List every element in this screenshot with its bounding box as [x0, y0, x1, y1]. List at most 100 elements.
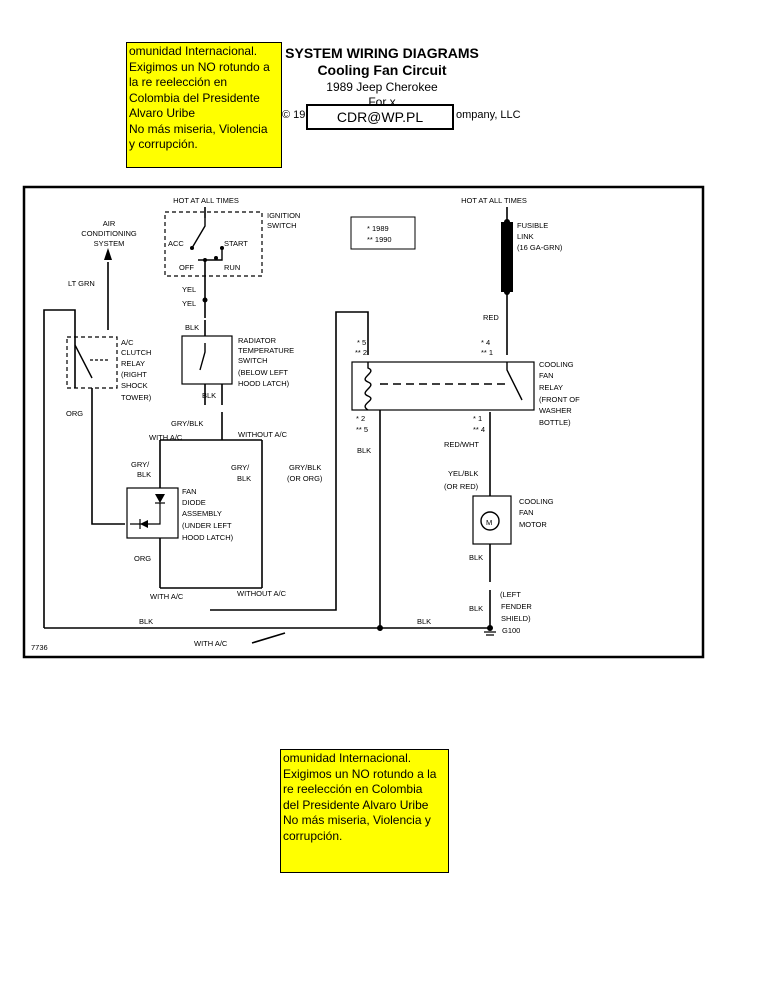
pin-r1: ** 1	[481, 348, 493, 357]
label-gry-3: GRY/	[231, 463, 250, 472]
ignition-contact	[190, 246, 194, 250]
label-rad-3: SWITCH	[238, 356, 268, 365]
ignition-contact	[220, 246, 224, 250]
note-top: omunidad Internacional. Exigimos un NO r…	[126, 42, 282, 168]
label-rad-5: HOOD LATCH)	[238, 379, 290, 388]
page-subtitle: Cooling Fan Circuit	[317, 62, 447, 78]
label-fusible-3: (16 GA-GRN)	[517, 243, 563, 252]
radiator-switch-box	[181, 335, 233, 385]
label-ac-1: A/C	[121, 338, 134, 347]
label-air-2: CONDITIONING	[81, 229, 137, 238]
label-ground-1: (LEFT	[500, 590, 521, 599]
label-rad-4: (BELOW LEFT	[238, 368, 288, 377]
label-off: OFF	[179, 263, 194, 272]
label-blk-motor2: BLK	[469, 604, 483, 613]
label-blk-bottom: BLK	[139, 617, 153, 626]
label-gry-org-2: (OR ORG)	[287, 474, 323, 483]
cooling-fan-relay-box	[351, 361, 535, 411]
pin-l2: ** 2	[355, 348, 367, 357]
page-title: SYSTEM WIRING DIAGRAMS	[285, 45, 479, 61]
label-hot-left: HOT AT ALL TIMES	[173, 196, 239, 205]
label-start: START	[224, 239, 248, 248]
label-air-1: AIR	[103, 219, 116, 228]
ac-clutch-relay-box	[66, 336, 118, 389]
label-yel-blk-2: (OR RED)	[444, 482, 479, 491]
copyright-left: © 19	[282, 109, 306, 121]
pin-br4: ** 4	[473, 425, 485, 434]
note-line: la re reelección en	[129, 75, 228, 89]
label-with-ac-3: WITH A/C	[194, 639, 228, 648]
ignition-contact	[214, 256, 218, 260]
note-bottom: omunidad Internacional. Exigimos un NO r…	[280, 749, 449, 873]
pin-br1: * 1	[473, 414, 482, 423]
label-relay-6: BOTTLE)	[539, 418, 571, 427]
note-line: Alvaro Uribe	[129, 106, 196, 120]
label-acc: ACC	[168, 239, 184, 248]
wires	[43, 207, 508, 644]
label-relay-2: FAN	[539, 371, 554, 380]
cooling-fan-motor-box	[472, 495, 512, 545]
label-run: RUN	[224, 263, 240, 272]
label-lt-grn: LT GRN	[68, 279, 95, 288]
figure-number: 7736	[31, 643, 48, 652]
label-diode-2: DIODE	[182, 498, 206, 507]
label-with-ac-2: WITH A/C	[150, 592, 184, 601]
diagram-frame	[22, 185, 705, 659]
label-without-ac-1: WITHOUT A/C	[238, 430, 288, 439]
label-ground-2: FENDER	[501, 602, 532, 611]
note-line: No más miseria, Violencia y	[283, 813, 431, 827]
label-relay-5: WASHER	[539, 406, 572, 415]
ignition-switch-box	[164, 211, 263, 277]
label-yel-1: YEL	[182, 285, 196, 294]
label-gry-2: BLK	[137, 470, 151, 479]
note-line: del Presidente Alvaro Uribe	[283, 797, 429, 812]
note-line: corrupción.	[283, 828, 343, 843]
label-blk-motor: BLK	[469, 553, 483, 562]
label-gry-4: BLK	[237, 474, 251, 483]
pin-r4: * 4	[481, 338, 490, 347]
ignition-contact	[203, 258, 207, 262]
label-blk-bottom2: BLK	[417, 617, 431, 626]
label-relay-4: (FRONT OF	[539, 395, 580, 404]
note-line: re reelección en Colombia	[283, 782, 423, 796]
label-ground-3: SHIELD)	[501, 614, 531, 623]
label-diode-4: (UNDER LEFT	[182, 521, 232, 530]
note-line: omunidad Internacional.	[283, 751, 412, 765]
label-org-2: ORG	[134, 554, 151, 563]
note-line: y corrupción.	[129, 137, 198, 151]
label-ground-4: G100	[502, 626, 520, 635]
label-ac-3: RELAY	[121, 359, 145, 368]
label-yel-blk-1: YEL/BLK	[448, 469, 478, 478]
label-year-1: * 1989	[367, 224, 389, 233]
label-gry-org-1: GRY/BLK	[289, 463, 321, 472]
label-with-ac-1: WITH A/C	[149, 433, 183, 442]
label-gry-blk-top: GRY/BLK	[171, 419, 203, 428]
label-motor-1: COOLING	[519, 497, 554, 506]
diode-assembly-box	[126, 487, 179, 539]
pin-bl2: * 2	[356, 414, 365, 423]
label-red: RED	[483, 313, 499, 322]
pin-l5: * 5	[357, 338, 366, 347]
fusible-link	[501, 222, 513, 292]
pin-bl5: ** 5	[356, 425, 368, 434]
note-line: Exigimos un NO rotundo a	[129, 59, 270, 74]
label-ac-4: (RIGHT	[121, 370, 147, 379]
label-gry-1: GRY/	[131, 460, 150, 469]
label-rad-2: TEMPERATURE	[238, 346, 294, 355]
label-motor-2: FAN	[519, 508, 534, 517]
label-ac-6: TOWER)	[121, 393, 152, 402]
label-without-ac-2: WITHOUT A/C	[237, 589, 287, 598]
label-ac-2: CLUTCH	[121, 348, 151, 357]
label-yel-2: YEL	[182, 299, 196, 308]
label-diode-1: FAN	[182, 487, 197, 496]
label-relay-3: RELAY	[539, 383, 563, 392]
label-fusible-2: LINK	[517, 232, 534, 241]
note-line: Exigimos un NO rotundo a la	[283, 766, 437, 781]
label-ignition-2: SWITCH	[267, 221, 297, 230]
label-rad-1: RADIATOR	[238, 336, 277, 345]
note-line: Colombia del Presidente	[129, 90, 260, 105]
label-blk-relay: BLK	[357, 446, 371, 455]
label-year-2: ** 1990	[367, 235, 392, 244]
label-ac-5: SHOCK	[121, 381, 148, 390]
